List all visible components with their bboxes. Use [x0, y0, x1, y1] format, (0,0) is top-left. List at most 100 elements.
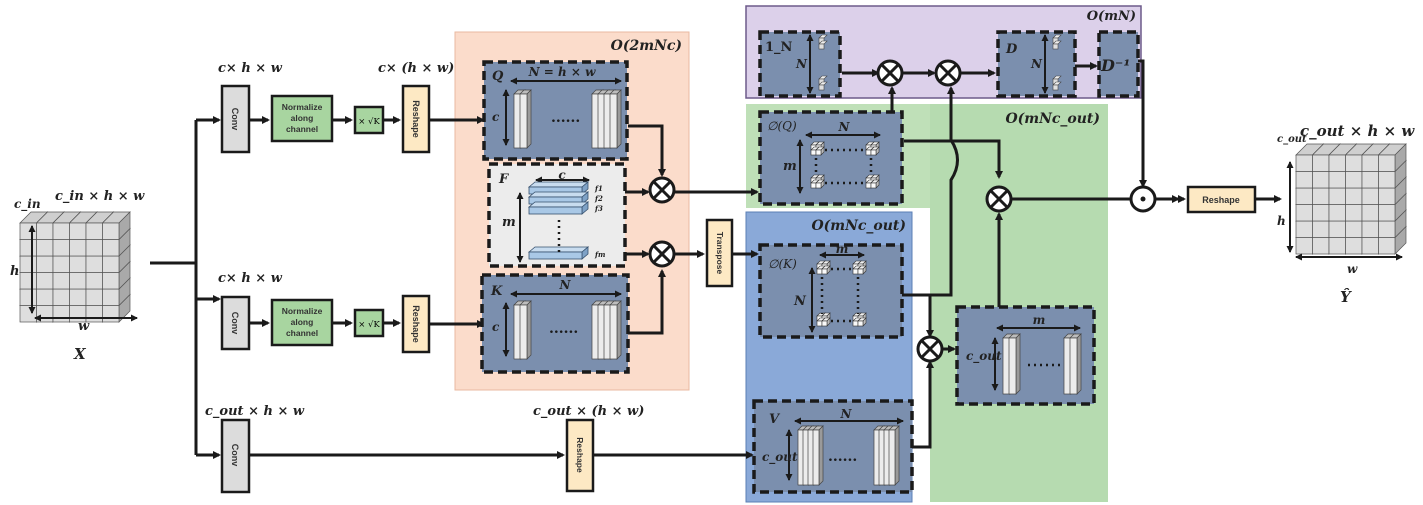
tensor-cube-front: [1378, 220, 1396, 238]
tensor-cube-front: [52, 222, 70, 240]
tensor-cube-front: [102, 255, 120, 273]
f-rows: [527, 181, 590, 260]
mini-cube-front: [816, 268, 823, 275]
v-reshape-block[interactable]: [565, 418, 595, 493]
d-matrix-name: D: [1005, 42, 1018, 57]
v-reshape-dims: c_out × (h × w): [533, 404, 644, 419]
tensor-cube-front: [52, 239, 70, 257]
q-ellipsis: ......: [551, 110, 580, 126]
phik-matrix-name: ∅(K): [768, 257, 797, 271]
multiply-cross: [880, 63, 900, 83]
tensor-cube-front: [19, 222, 37, 240]
transpose-block[interactable]: [705, 218, 734, 288]
mini-cube-front: [1052, 84, 1059, 91]
v-reshape-label: Reshape: [575, 437, 585, 473]
tensor-cube-front: [1378, 171, 1396, 189]
multiply-cross: [652, 180, 672, 200]
tensor-cube-front: [1378, 237, 1396, 255]
tensor-cube-front: [85, 288, 103, 306]
f-row-1-label: f1: [594, 184, 603, 193]
ones-vector-name: 1_N: [765, 40, 793, 55]
mini-cube-front: [865, 149, 872, 156]
dinv-to-hadamard: [1138, 59, 1147, 188]
v-conv-label: Conv: [230, 444, 240, 467]
mini-cube-front: [870, 149, 877, 156]
sheet-front: [609, 304, 618, 360]
v-matrix-name: V: [769, 412, 781, 427]
mini-cube-front: [865, 182, 872, 189]
multiply-cross: [938, 63, 958, 83]
k-normalize-line1: Normalize: [282, 306, 323, 316]
kv-width-label: m: [1033, 313, 1046, 327]
tensor-cube-front: [1378, 187, 1396, 205]
q-sheets: [513, 89, 622, 149]
input-tensor: [19, 211, 131, 323]
sheet-front: [1069, 337, 1078, 395]
tensor-cube-front: [1312, 237, 1330, 255]
f-row-top: [527, 201, 590, 208]
mini-cube-front: [857, 320, 864, 327]
q-to-mult1: [628, 124, 666, 177]
tensor-cube-front: [1295, 220, 1313, 238]
sheet-side: [526, 300, 532, 360]
tensor-cube-front: [1295, 187, 1313, 205]
multiply-op-kv: [916, 335, 944, 363]
dinv-matrix-name: D⁻¹: [1100, 56, 1130, 75]
q-reshape-block[interactable]: [401, 84, 431, 154]
q-scale-label: × √K: [358, 117, 380, 127]
transpose-label: Transpose: [715, 232, 725, 275]
v-ellipsis: ......: [828, 449, 857, 465]
mini-cube-front: [852, 320, 859, 327]
v-conv-block[interactable]: [220, 418, 251, 494]
tensor-cube-front: [36, 288, 54, 306]
output-reshape-block[interactable]: [1186, 185, 1257, 214]
sheet-side: [616, 89, 622, 149]
tensor-cube-front: [1312, 204, 1330, 222]
mini-cube-front: [821, 320, 828, 327]
mini-cube-front: [870, 182, 877, 189]
tensor-cube-front: [1345, 171, 1363, 189]
q-reshape-label: Reshape: [411, 100, 421, 138]
tensor-cube-front: [69, 288, 87, 306]
tensor-cube-front: [1345, 237, 1363, 255]
purple-complexity: O(mN): [1087, 9, 1136, 24]
q-normalize-line2: along: [291, 113, 314, 123]
phik-height-label: N: [793, 294, 807, 309]
sheet-side: [616, 300, 622, 360]
ones-vector-name-text: 1_N: [765, 40, 793, 55]
output-label: Ŷ: [1340, 288, 1352, 306]
q-conv-dims: c× h × w: [218, 61, 283, 76]
sheet-side: [894, 425, 900, 486]
k-ellipsis: ......: [549, 321, 578, 337]
k-matrix-height-label: c: [492, 320, 500, 334]
tensor-cube-front: [1312, 187, 1330, 205]
mini-cube-front: [857, 268, 864, 275]
hadamard-dot: [1140, 196, 1146, 202]
green-region-inner: [930, 104, 1108, 502]
orange-complexity: O(2mNc): [611, 38, 682, 54]
sheet-front: [812, 429, 820, 486]
tensor-cube-front: [1295, 204, 1313, 222]
tensor-cube-front: [1295, 171, 1313, 189]
v-conv-dims: c_out × h × w: [205, 404, 305, 419]
k-normalize-line3: channel: [286, 328, 318, 338]
tensor-cube-front: [1345, 220, 1363, 238]
mini-cube-front: [810, 149, 817, 156]
tensor-cube-front: [19, 255, 37, 273]
tensor-cube-front: [1361, 187, 1379, 205]
tensor-cube-front: [1361, 220, 1379, 238]
tensor-cube-front: [19, 239, 37, 257]
q-normalize-block[interactable]: [270, 94, 334, 143]
f-row-m-label: fm: [594, 250, 605, 259]
f-matrix-width-label: c: [558, 168, 566, 182]
k-normalize-block[interactable]: [270, 298, 334, 347]
k-scale-label: × √K: [358, 320, 380, 330]
multiply-cross: [652, 244, 672, 264]
tensor-cube-front: [1295, 237, 1313, 255]
multiply-op-phik: [934, 59, 962, 87]
tensor-cube-front: [1328, 204, 1346, 222]
tensor-cube-front: [1361, 171, 1379, 189]
multiply-op-ones-phiq: [876, 59, 904, 87]
v-to-mult6: [912, 360, 934, 449]
